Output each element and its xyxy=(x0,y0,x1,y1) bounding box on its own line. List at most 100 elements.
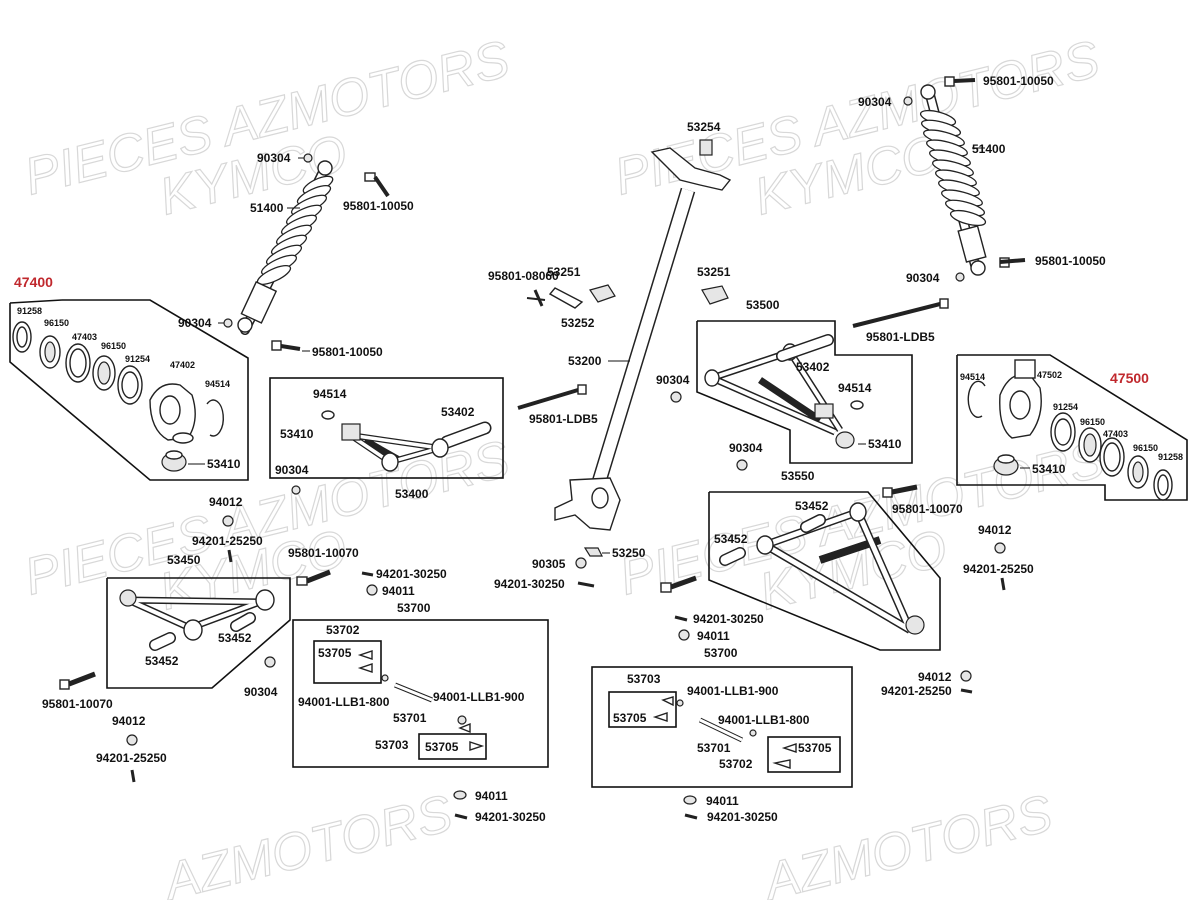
nut-icon[interactable] xyxy=(291,485,301,495)
bushing-icon[interactable] xyxy=(800,514,826,533)
washer-icon[interactable] xyxy=(850,400,864,410)
part-label: 95801-10070 xyxy=(288,546,359,560)
pin-icon[interactable] xyxy=(361,571,374,577)
part-label: 94201-30250 xyxy=(376,567,447,581)
circlip-icon[interactable] xyxy=(967,380,986,418)
bushing-icon[interactable] xyxy=(719,547,746,566)
washer-icon[interactable] xyxy=(321,410,335,420)
part-label: 53410 xyxy=(1032,462,1066,476)
clip-icon[interactable] xyxy=(583,547,603,557)
pin-icon[interactable] xyxy=(1000,577,1006,591)
lower-arm-right-group: 53550 53452 53452 95801-10070 94012 9420… xyxy=(708,469,1034,651)
bolt-icon[interactable] xyxy=(296,569,331,586)
nut-icon[interactable] xyxy=(126,734,138,746)
tie-rod-end-icon[interactable] xyxy=(661,696,674,707)
upper-arm-left-group: 94514 53402 53410 90304 53400 xyxy=(269,377,504,501)
balljoint-icon[interactable] xyxy=(161,450,187,472)
pin-icon[interactable] xyxy=(227,549,233,563)
bolt-icon[interactable] xyxy=(517,384,587,410)
tie-rod-end-icon[interactable] xyxy=(469,741,485,751)
part-label: 90304 xyxy=(275,463,309,477)
bushing-icon[interactable] xyxy=(149,632,176,651)
nut-icon[interactable] xyxy=(736,459,748,471)
bolt-icon[interactable] xyxy=(660,575,697,593)
tie-rod-end-icon[interactable] xyxy=(357,650,373,660)
bushing-icon[interactable] xyxy=(699,139,713,156)
bolt-icon[interactable] xyxy=(59,671,96,690)
nut-icon[interactable] xyxy=(994,542,1006,554)
bolt-icon[interactable] xyxy=(364,172,390,198)
part-label: 94012 xyxy=(978,523,1012,537)
bracket-icon[interactable] xyxy=(589,284,616,303)
shock-absorber-right[interactable] xyxy=(919,84,987,276)
tie-rod-end-icon[interactable] xyxy=(781,743,797,753)
upper-arm-right-group: 53251 53500 53402 94514 53410 90304 9030… xyxy=(656,265,913,471)
nut-icon[interactable] xyxy=(264,656,276,668)
nut-icon[interactable] xyxy=(749,729,757,737)
pin-icon[interactable] xyxy=(684,813,698,820)
nut-icon[interactable] xyxy=(575,557,587,569)
bolt-icon[interactable] xyxy=(271,340,301,351)
bolt-icon[interactable] xyxy=(526,289,546,307)
tie-rod-end-icon[interactable] xyxy=(458,722,471,734)
nut-icon[interactable] xyxy=(903,96,913,106)
nut-icon[interactable] xyxy=(457,715,467,725)
part-label: 53452 xyxy=(145,654,179,668)
part-label: 53400 xyxy=(395,487,429,501)
pin-icon[interactable] xyxy=(674,615,688,622)
part-label: 95801-10050 xyxy=(983,74,1054,88)
tie-rod-end-icon[interactable] xyxy=(772,759,791,769)
balljoint-icon[interactable] xyxy=(993,454,1019,476)
bushing-icon[interactable] xyxy=(230,612,256,632)
a-arm-icon[interactable] xyxy=(119,589,275,641)
pin-icon[interactable] xyxy=(960,688,973,694)
bolt-icon[interactable] xyxy=(999,257,1026,268)
bolt-icon[interactable] xyxy=(882,484,918,498)
bushing-icon[interactable] xyxy=(776,334,834,362)
tie-rod-end-icon[interactable] xyxy=(652,712,668,722)
part-label: 90304 xyxy=(257,151,291,165)
nut-icon[interactable] xyxy=(676,699,684,707)
a-arm-icon[interactable] xyxy=(704,343,855,449)
bolt-icon[interactable] xyxy=(852,298,949,328)
nut-icon[interactable] xyxy=(960,670,972,682)
plate-icon[interactable] xyxy=(548,287,584,309)
tie-rod-end-icon[interactable] xyxy=(357,663,373,673)
steering-column-icon[interactable] xyxy=(554,147,732,531)
nut-icon[interactable] xyxy=(222,515,234,527)
part-label: 95801-10050 xyxy=(1035,254,1106,268)
shock-absorber-left[interactable] xyxy=(237,160,335,335)
part-label: 94012 xyxy=(209,495,243,509)
part-label: 95801-08060 xyxy=(488,269,559,283)
nut-icon[interactable] xyxy=(303,153,313,163)
part-label: 47403 xyxy=(1103,429,1128,439)
bushing-icon[interactable] xyxy=(440,421,492,449)
a-arm-icon[interactable] xyxy=(341,423,449,472)
assembly-label-47500: 47500 xyxy=(1110,370,1149,386)
nut-icon[interactable] xyxy=(683,795,697,805)
pin-icon[interactable] xyxy=(130,769,136,783)
assembly-frame xyxy=(292,619,549,768)
part-label: 53703 xyxy=(627,672,661,686)
nut-icon[interactable] xyxy=(678,629,690,641)
nut-icon[interactable] xyxy=(366,584,378,596)
pin-icon[interactable] xyxy=(577,581,595,588)
bolt-icon[interactable] xyxy=(944,76,976,87)
part-label: 94001-LLB1-900 xyxy=(433,690,525,704)
nut-icon[interactable] xyxy=(955,272,965,282)
part-label: 53700 xyxy=(397,601,431,615)
part-label: 90304 xyxy=(906,271,940,285)
nut-icon[interactable] xyxy=(381,674,389,682)
bracket-icon[interactable] xyxy=(701,285,729,305)
pin-icon[interactable] xyxy=(454,813,468,820)
knuckle-icon[interactable] xyxy=(999,359,1042,439)
knuckle-icon[interactable] xyxy=(149,383,196,444)
part-label: 94001-LLB1-800 xyxy=(298,695,390,709)
part-label: 53410 xyxy=(868,437,902,451)
nut-icon[interactable] xyxy=(670,391,682,403)
nut-icon[interactable] xyxy=(223,318,233,328)
nut-icon[interactable] xyxy=(453,790,467,800)
part-label: 94201-30250 xyxy=(494,577,565,591)
circlip-icon[interactable] xyxy=(206,399,224,437)
